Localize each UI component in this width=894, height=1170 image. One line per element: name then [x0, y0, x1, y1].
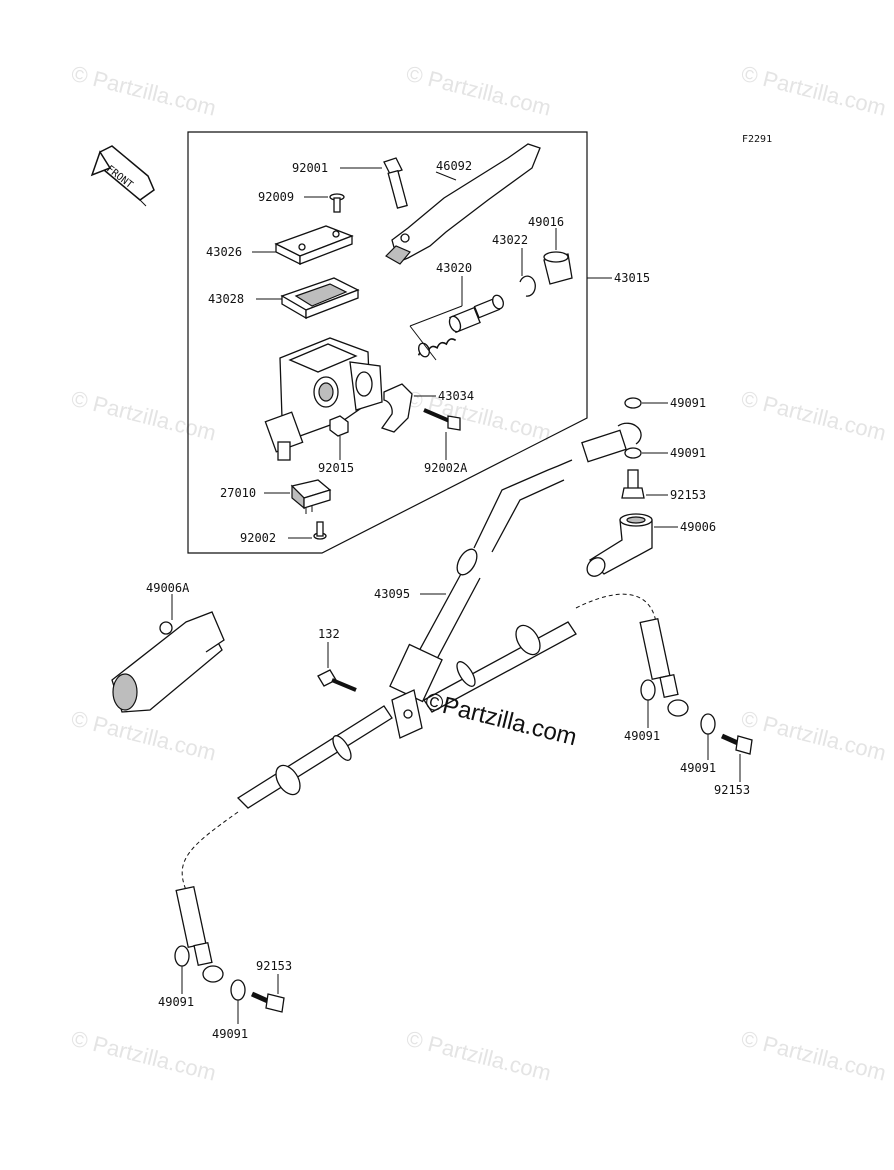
- figure-code: F2291: [742, 134, 772, 145]
- brake-hose: [389, 422, 642, 703]
- watermark: © Partzilla.com: [69, 1026, 219, 1086]
- diaphragm: [280, 277, 360, 320]
- label-43028: 43028: [208, 292, 244, 306]
- master-cylinder-body: [264, 337, 383, 461]
- banjo-bolt: [720, 733, 753, 755]
- label-92002A: 92002A: [424, 461, 468, 475]
- washer: [230, 979, 246, 1001]
- banjo-bolt: [621, 469, 645, 499]
- brake-lever: [385, 143, 541, 265]
- label-43022: 43022: [492, 233, 528, 247]
- label-49006: 49006: [680, 520, 716, 534]
- label-27010: 27010: [220, 486, 256, 500]
- label-43034: 43034: [438, 389, 474, 403]
- banjo-bolt: [250, 991, 285, 1013]
- label-43026: 43026: [206, 245, 242, 259]
- clamp-bolt: [423, 408, 461, 431]
- watermark: © Partzilla.com: [404, 61, 554, 121]
- label-92015: 92015: [318, 461, 354, 475]
- label-92153-c: 92153: [256, 959, 292, 973]
- label-49016: 49016: [528, 215, 564, 229]
- label-92002: 92002: [240, 531, 276, 545]
- label-43095: 43095: [374, 587, 410, 601]
- washer: [640, 679, 656, 701]
- label-49091-f: 49091: [212, 1027, 248, 1041]
- label-92001: 92001: [292, 161, 328, 175]
- reservoir-cap: [274, 225, 354, 266]
- hose-end-left: [175, 885, 224, 983]
- joint-cover: [111, 611, 225, 713]
- routing-line-right: [575, 593, 657, 623]
- washer: [174, 945, 190, 967]
- watermark: © Partzilla.com: [739, 61, 889, 121]
- label-43020: 43020: [436, 261, 472, 275]
- label-46092: 46092: [436, 159, 472, 173]
- washer: [624, 447, 642, 459]
- switch-screw: [313, 521, 327, 540]
- nut: [329, 415, 349, 437]
- cap-screw: [329, 193, 345, 213]
- washer: [700, 713, 716, 735]
- label-49091-d: 49091: [680, 761, 716, 775]
- dust-boot: [543, 251, 573, 285]
- washer: [624, 397, 642, 409]
- brake-pipe-right: [423, 621, 577, 713]
- brake-switch: [290, 479, 332, 514]
- piston-kit: [417, 294, 504, 358]
- label-49091-c: 49091: [624, 729, 660, 743]
- label-49091-e: 49091: [158, 995, 194, 1009]
- hose-end-right: [639, 617, 689, 717]
- watermark: © Partzilla.com: [739, 386, 889, 446]
- boot-elbow: [586, 513, 653, 577]
- watermark: © Partzilla.com: [69, 386, 219, 446]
- watermark: © Partzilla.com: [739, 1026, 889, 1086]
- assembly-box: [187, 131, 588, 554]
- label-49006A: 49006A: [146, 581, 190, 595]
- label-49091-a: 49091: [670, 396, 706, 410]
- watermark: © Partzilla.com: [404, 386, 554, 446]
- brake-pipe-left: [236, 705, 393, 809]
- label-92153-a: 92153: [670, 488, 706, 502]
- joint-bolt: [317, 669, 357, 692]
- watermark: © Partzilla.com: [69, 61, 219, 121]
- label-92153-b: 92153: [714, 783, 750, 797]
- pivot-bolt: [383, 157, 408, 209]
- watermark: © Partzilla.com: [404, 1026, 554, 1086]
- center-watermark: ©Partzilla.com: [423, 688, 580, 752]
- label-43015: 43015: [614, 271, 650, 285]
- label-92009: 92009: [258, 190, 294, 204]
- front-arrow-icon: FRONT: [90, 145, 155, 207]
- routing-line-left: [181, 811, 239, 891]
- label-132: 132: [318, 627, 340, 641]
- watermark: © Partzilla.com: [69, 706, 219, 766]
- label-49091-b: 49091: [670, 446, 706, 460]
- handlebar-clamp: [380, 383, 413, 433]
- watermark: © Partzilla.com: [739, 706, 889, 766]
- brake-splitter: [391, 689, 423, 739]
- snap-ring: [519, 275, 536, 297]
